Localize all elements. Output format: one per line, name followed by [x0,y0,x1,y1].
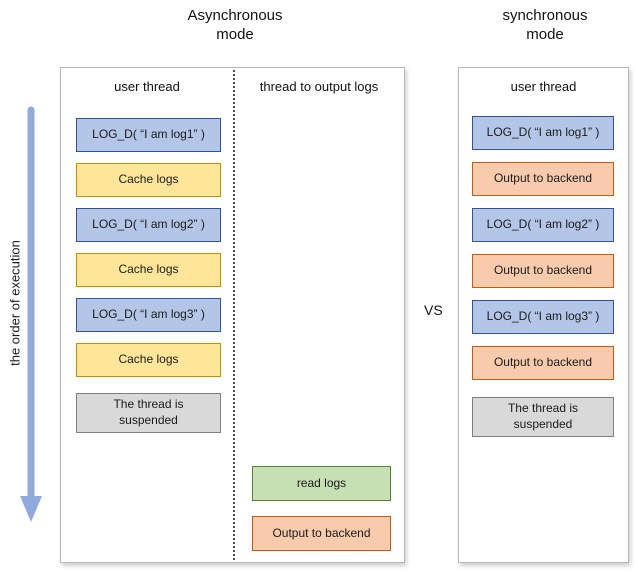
async-output-backend-box: Output to backend [252,516,391,551]
sync-log2-box: LOG_D( “I am log2” ) [472,208,614,242]
sync-output-backend-box-3: Output to backend [472,346,614,380]
sync-mode-title: synchronous mode [502,7,588,43]
sync-user-thread-column: LOG_D( “I am log1” ) Output to backend L… [472,116,614,437]
execution-order-label: the order of execution [7,240,23,366]
execution-order-arrow-icon [20,106,42,522]
async-log1-box: LOG_D( “I am log1” ) [76,118,221,152]
read-logs-box: read logs [252,466,391,501]
async-cache-logs-box-2: Cache logs [76,253,221,287]
async-user-thread-header: user thread [114,79,180,94]
thread-divider-dotted-line [233,70,235,560]
async-output-thread-header: thread to output logs [259,79,379,94]
async-thread-suspended-box: The thread is suspended [76,393,221,433]
sync-output-backend-box-2: Output to backend [472,254,614,288]
sync-panel: user thread LOG_D( “I am log1” ) Output … [458,67,629,563]
async-cache-logs-box-3: Cache logs [76,343,221,377]
sync-log3-box: LOG_D( “I am log3” ) [472,300,614,334]
vs-label: VS [424,302,443,318]
async-user-thread-column: LOG_D( “I am log1” ) Cache logs LOG_D( “… [76,118,221,433]
async-cache-logs-box-1: Cache logs [76,163,221,197]
sync-thread-suspended-box: The thread is suspended [472,397,614,437]
sync-output-backend-box-1: Output to backend [472,162,614,196]
sync-user-thread-header: user thread [510,79,577,94]
async-log2-box: LOG_D( “I am log2” ) [76,208,221,242]
async-panel: user thread thread to output logs LOG_D(… [60,67,405,563]
async-mode-title: Asynchronous mode [187,7,283,43]
sync-log1-box: LOG_D( “I am log1” ) [472,116,614,150]
async-output-thread-column: read logs Output to backend [252,466,391,551]
async-log3-box: LOG_D( “I am log3” ) [76,298,221,332]
